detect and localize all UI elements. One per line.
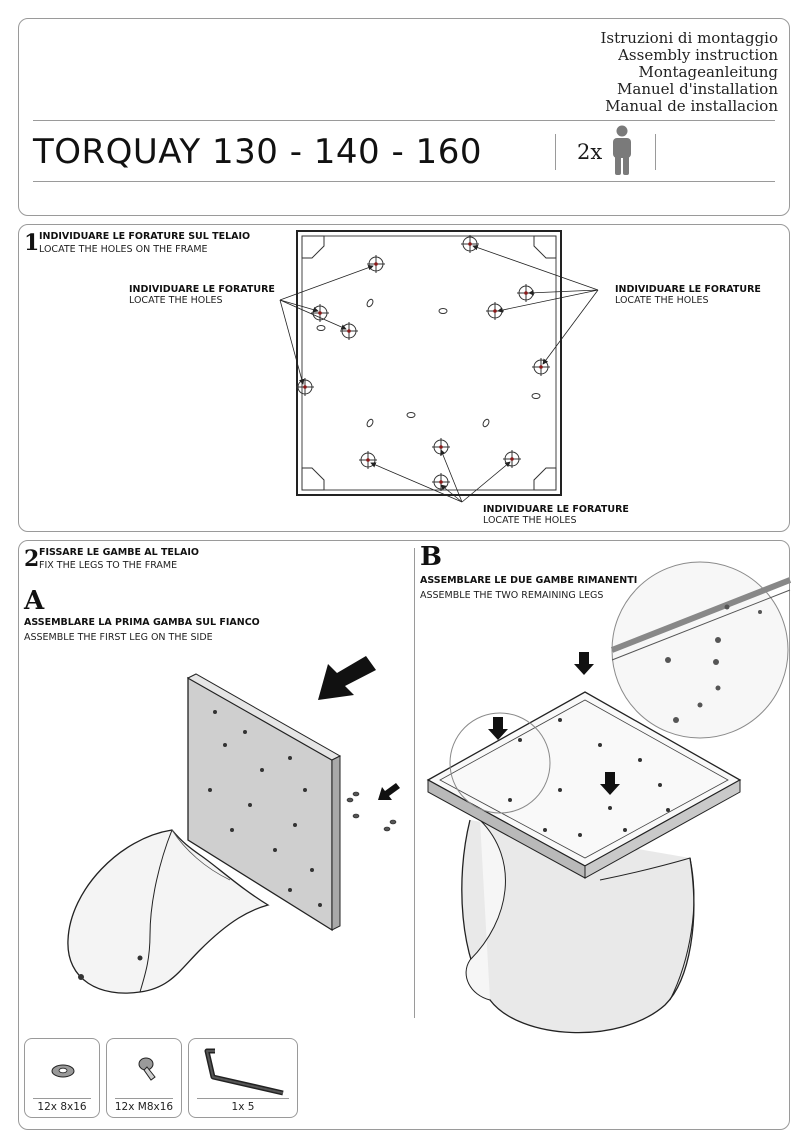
persons-count: 2x bbox=[577, 140, 603, 164]
bolt-icon bbox=[138, 1057, 156, 1081]
header-divider-left bbox=[555, 134, 556, 170]
part-allen-key-label: 1x 5 bbox=[231, 1101, 255, 1113]
product-title: TORQUAY 130 - 140 - 160 bbox=[33, 132, 482, 172]
part-bolt-label: 12x M8x16 bbox=[114, 1101, 174, 1113]
language-line-de: Montageanleitung bbox=[638, 63, 778, 81]
part-washer-rule bbox=[33, 1098, 91, 1099]
step1-title-en: LOCATE THE HOLES ON THE FRAME bbox=[39, 244, 208, 255]
step2-title-en: FIX THE LEGS TO THE FRAME bbox=[39, 560, 178, 571]
sub-a-title-en: ASSEMBLE THE FIRST LEG ON THE SIDE bbox=[24, 632, 213, 643]
sub-b-title-it: ASSEMBLARE LE DUE GAMBE RIMANENTI bbox=[420, 575, 638, 586]
step2-number: 2 bbox=[24, 546, 40, 572]
step1-callout-left-en: LOCATE THE HOLES bbox=[129, 295, 223, 306]
language-line-en: Assembly instruction bbox=[618, 46, 778, 64]
header-bottom-rule bbox=[33, 181, 775, 182]
step2-divider bbox=[414, 548, 415, 1018]
step1-callout-right-en: LOCATE THE HOLES bbox=[615, 295, 709, 306]
step1-callout-bottom-it: INDIVIDUARE LE FORATURE bbox=[483, 504, 629, 515]
part-allen-key-rule bbox=[197, 1098, 289, 1099]
washer-icon bbox=[51, 1064, 75, 1078]
part-washer-label: 12x 8x16 bbox=[37, 1101, 87, 1113]
header-top-rule bbox=[33, 120, 775, 121]
sub-a-letter: A bbox=[24, 586, 45, 616]
part-washer: 12x 8x16 bbox=[24, 1038, 100, 1118]
language-line-it: Istruzioni di montaggio bbox=[600, 29, 778, 47]
part-bolt-rule bbox=[115, 1098, 173, 1099]
step1-panel bbox=[18, 224, 790, 532]
sub-b-title-en: ASSEMBLE THE TWO REMAINING LEGS bbox=[420, 590, 604, 601]
sub-a-title-it: ASSEMBLARE LA PRIMA GAMBA SUL FIANCO bbox=[24, 617, 260, 628]
step2-title-it: FISSARE LE GAMBE AL TELAIO bbox=[39, 547, 199, 558]
part-allen-key: 1x 5 bbox=[188, 1038, 298, 1118]
part-bolt: 12x M8x16 bbox=[106, 1038, 182, 1118]
allen-key-icon bbox=[204, 1048, 284, 1096]
frame-top-view-drawing bbox=[279, 230, 599, 503]
sub-b-letter: B bbox=[420, 542, 442, 572]
step1-callout-left-it: INDIVIDUARE LE FORATURE bbox=[129, 284, 275, 295]
header-panel bbox=[18, 18, 790, 216]
step1-title-it: INDIVIDUARE LE FORATURE SUL TELAIO bbox=[39, 231, 251, 242]
header-divider-right bbox=[655, 134, 656, 170]
step1-number: 1 bbox=[24, 230, 40, 256]
step1-callout-bottom-en: LOCATE THE HOLES bbox=[483, 515, 577, 526]
language-line-es: Manual de installacion bbox=[605, 97, 778, 115]
step1-callout-right-it: INDIVIDUARE LE FORATURE bbox=[615, 284, 761, 295]
person-icon bbox=[613, 125, 631, 175]
language-line-fr: Manuel d'installation bbox=[617, 80, 778, 98]
